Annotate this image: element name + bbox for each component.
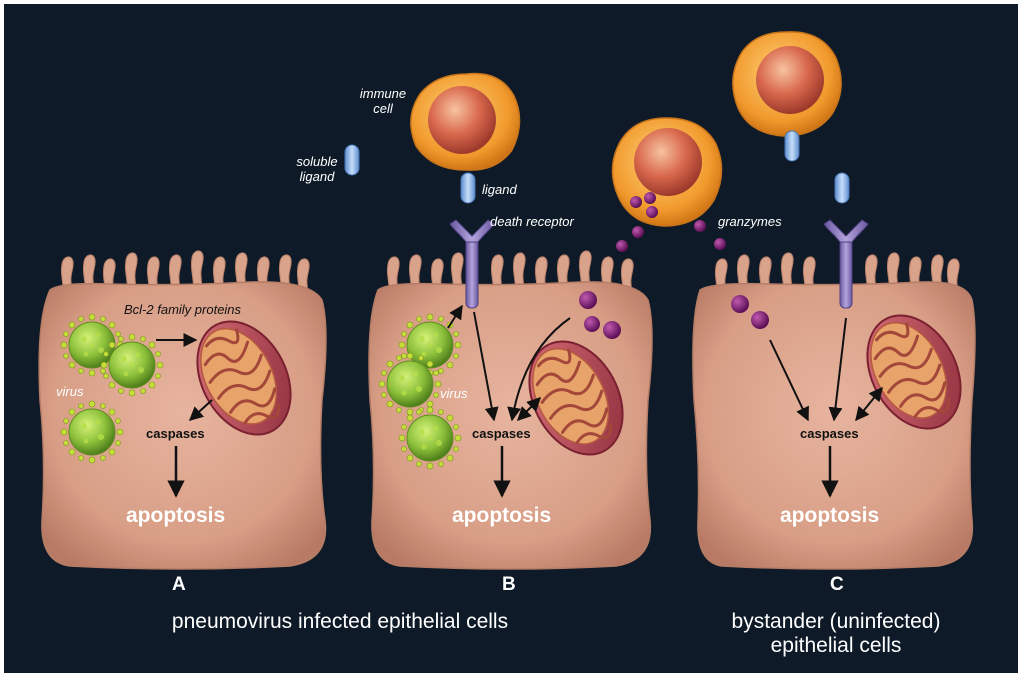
panel-label-a: A [172, 574, 186, 595]
cell-b [368, 219, 653, 570]
soluble-ligand-label: soluble ligand [296, 154, 338, 184]
cell-c [692, 219, 981, 570]
virus-label-a: virus [56, 384, 84, 399]
virus-b2 [378, 352, 442, 416]
granzymes-in-cell-c [731, 295, 769, 329]
ligand-label: ligand [482, 182, 517, 197]
ligand-on-immune-cell-1 [460, 172, 476, 204]
virus-b3 [398, 406, 462, 470]
caspases-label-c: caspases [800, 426, 859, 441]
immune-cell-2 [611, 117, 723, 227]
apoptosis-label-b: apoptosis [452, 504, 552, 527]
virus-label-b: virus [440, 386, 468, 401]
soluble-ligand [344, 144, 360, 176]
caption-bystander: bystander (uninfected) epithelial cells [731, 610, 941, 657]
virus-a2 [100, 333, 164, 397]
apoptosis-label-a: apoptosis [126, 504, 226, 527]
virus-a3 [60, 400, 124, 464]
immune-cell-1 [410, 72, 521, 171]
immune-cell-label: immune cell [359, 86, 407, 116]
cell-a [38, 250, 327, 570]
panel-label-b: B [502, 574, 516, 595]
caption-infected: pneumovirus infected epithelial cells [171, 610, 509, 633]
panel-label-c: C [830, 574, 844, 595]
death-receptor-label: death receptor [490, 214, 574, 229]
apoptosis-label-c: apoptosis [780, 504, 880, 527]
caspases-label-a: caspases [146, 426, 205, 441]
ligand-on-immune-cell-3 [784, 130, 800, 162]
bcl2-label: Bcl-2 family proteins [124, 302, 242, 317]
granzymes-label: granzymes [718, 214, 782, 229]
soluble-ligand-c [834, 172, 850, 204]
granzymes-released [616, 192, 726, 252]
immune-cell-3 [732, 31, 842, 137]
caspases-label-b: caspases [472, 426, 531, 441]
granzymes-in-cell-b [579, 291, 621, 339]
